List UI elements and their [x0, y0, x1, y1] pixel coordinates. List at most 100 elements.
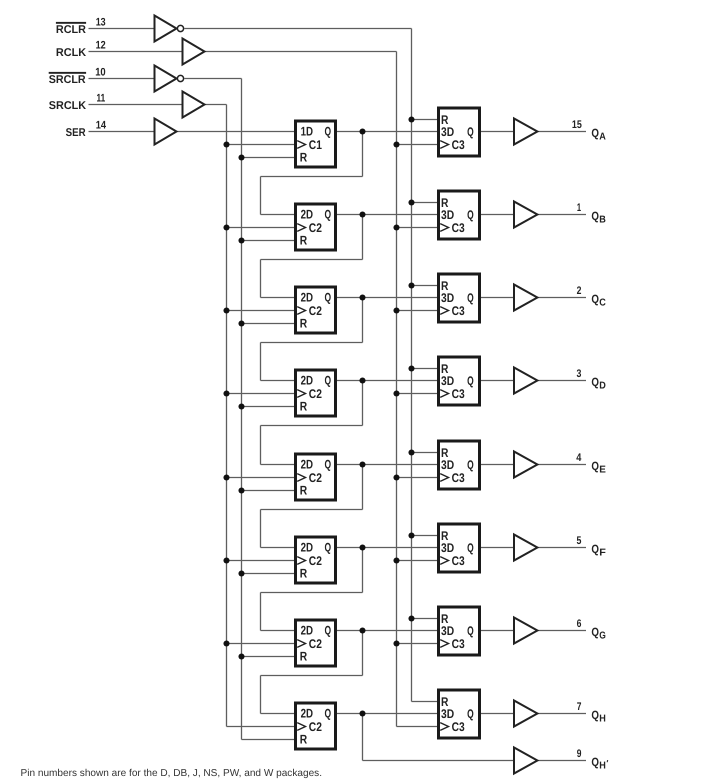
svg-text:15: 15 [572, 119, 582, 131]
svg-text:2D: 2D [301, 707, 313, 721]
svg-text:RCLK: RCLK [56, 47, 87, 59]
svg-text:3D: 3D [441, 458, 454, 472]
svg-text:R: R [441, 529, 448, 543]
svg-text:Q: Q [467, 458, 474, 472]
svg-text:C3: C3 [452, 471, 465, 485]
svg-text:SER: SER [66, 127, 86, 139]
svg-text:C3: C3 [452, 387, 465, 401]
svg-text:12: 12 [96, 40, 106, 52]
svg-text:Q: Q [325, 541, 332, 555]
svg-text:2D: 2D [301, 624, 313, 638]
svg-text:2D: 2D [301, 208, 313, 222]
svg-text:Q: Q [325, 374, 332, 388]
svg-text:3D: 3D [441, 291, 454, 305]
svg-text:R: R [300, 567, 307, 581]
svg-text:H: H [599, 713, 606, 724]
svg-text:Q: Q [591, 292, 599, 306]
svg-text:Q: Q [467, 125, 474, 139]
svg-text:R: R [441, 446, 448, 460]
svg-text:R: R [300, 484, 307, 498]
svg-text:7: 7 [577, 701, 582, 713]
svg-text:R: R [441, 695, 448, 709]
svg-text:C2: C2 [309, 471, 322, 485]
svg-text:C3: C3 [452, 138, 465, 152]
svg-text:R: R [441, 113, 448, 127]
svg-text:C3: C3 [452, 554, 465, 568]
svg-text:11: 11 [97, 93, 106, 105]
svg-text:C2: C2 [309, 304, 322, 318]
svg-text:R: R [300, 151, 307, 165]
svg-text:Q: Q [467, 208, 474, 222]
svg-text:R: R [300, 733, 307, 747]
svg-text:Q: Q [591, 126, 599, 140]
svg-text:B: B [599, 214, 606, 225]
svg-text:A: A [599, 131, 606, 142]
svg-text:R: R [441, 362, 448, 376]
svg-text:3D: 3D [441, 707, 454, 721]
svg-text:3D: 3D [441, 624, 454, 638]
svg-text:C2: C2 [309, 554, 322, 568]
svg-text:3D: 3D [441, 208, 454, 222]
svg-text:Q: Q [467, 707, 474, 721]
svg-text:13: 13 [96, 17, 106, 29]
svg-text:′: ′ [606, 758, 608, 768]
svg-text:Q: Q [467, 291, 474, 305]
svg-text:3D: 3D [441, 125, 454, 139]
svg-text:2: 2 [577, 285, 582, 297]
svg-text:6: 6 [577, 618, 582, 630]
svg-text:R: R [441, 279, 448, 293]
svg-text:Q: Q [591, 708, 599, 722]
svg-text:2D: 2D [301, 374, 313, 388]
svg-text:SRCLK: SRCLK [49, 100, 87, 112]
svg-text:Q: Q [325, 125, 332, 139]
svg-text:14: 14 [96, 120, 107, 132]
svg-text:R: R [300, 400, 307, 414]
svg-text:R: R [300, 234, 307, 248]
svg-text:C3: C3 [452, 221, 465, 235]
svg-text:C1: C1 [309, 138, 322, 152]
svg-text:Q: Q [467, 624, 474, 638]
svg-text:Q: Q [591, 542, 599, 556]
svg-text:5: 5 [577, 535, 582, 547]
svg-text:Q: Q [325, 208, 332, 222]
svg-text:SRCLR: SRCLR [49, 74, 86, 86]
svg-text:Q: Q [591, 209, 599, 223]
svg-text:RCLR: RCLR [56, 24, 86, 36]
svg-text:D: D [599, 380, 606, 391]
svg-text:C3: C3 [452, 304, 465, 318]
svg-text:R: R [441, 196, 448, 210]
svg-text:9: 9 [577, 748, 582, 760]
svg-text:3D: 3D [441, 374, 454, 388]
svg-text:Q: Q [591, 375, 599, 389]
svg-text:G: G [599, 630, 606, 641]
svg-text:10: 10 [95, 67, 106, 79]
svg-text:R: R [300, 317, 307, 331]
svg-text:Q: Q [467, 374, 474, 388]
svg-text:2D: 2D [301, 458, 313, 472]
svg-text:E: E [599, 464, 606, 475]
svg-text:4: 4 [576, 452, 582, 464]
svg-text:C3: C3 [452, 720, 465, 734]
svg-text:C3: C3 [452, 637, 465, 651]
svg-text:F: F [599, 547, 606, 558]
svg-text:1: 1 [577, 202, 581, 214]
svg-text:3: 3 [577, 368, 582, 380]
svg-text:3D: 3D [441, 541, 454, 555]
svg-text:2D: 2D [301, 541, 313, 555]
svg-text:Q: Q [591, 755, 599, 769]
svg-text:C2: C2 [309, 637, 322, 651]
svg-text:R: R [441, 612, 448, 626]
svg-text:C2: C2 [309, 387, 322, 401]
svg-text:Q: Q [325, 291, 332, 305]
svg-text:Q: Q [467, 541, 474, 555]
svg-text:2D: 2D [301, 291, 313, 305]
svg-text:1D: 1D [301, 125, 313, 139]
svg-text:C: C [599, 297, 606, 308]
svg-text:R: R [300, 650, 307, 664]
svg-text:Q: Q [591, 459, 599, 473]
svg-text:Pin numbers shown are for the: Pin numbers shown are for the D, DB, J, … [21, 768, 323, 779]
svg-text:Q: Q [591, 625, 599, 639]
svg-text:Q: Q [325, 458, 332, 472]
svg-text:Q: Q [325, 624, 332, 638]
svg-text:C2: C2 [309, 720, 322, 734]
